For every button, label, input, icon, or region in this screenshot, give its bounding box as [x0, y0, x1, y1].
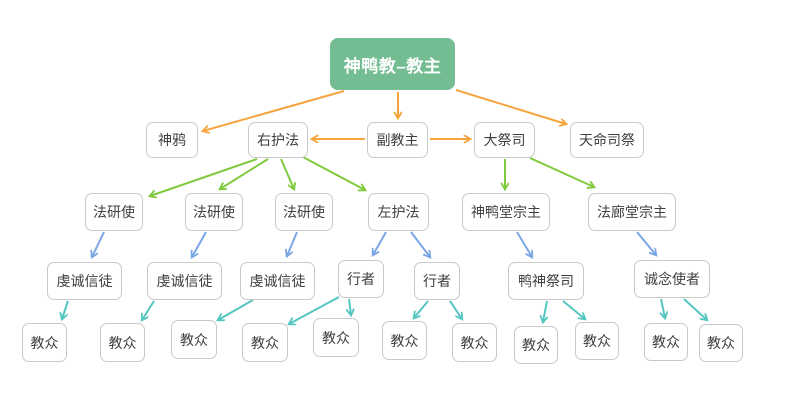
edge-youhufa-fayanshi1 — [150, 158, 258, 196]
edge-shenyatang-yashenjisi — [516, 231, 532, 257]
edge-qiancheng1-jiaozhong1 — [62, 300, 69, 319]
node-fayanshi2[interactable]: 法研使 — [185, 193, 243, 231]
node-fayanshi1[interactable]: 法研使 — [85, 193, 143, 231]
edge-xingzhe2-jiaozhong6 — [414, 300, 429, 318]
node-tianmingsiji[interactable]: 天命司祭 — [570, 122, 644, 158]
edge-chengnianshizhe-jiaozhong11 — [683, 298, 707, 320]
node-dajisi[interactable]: 大祭司 — [474, 122, 535, 158]
edge-xingzhe2-jiaozhong7 — [449, 300, 462, 319]
edge-dajisi-falangtang — [529, 157, 594, 187]
edge-youhufa-zuohufa — [302, 156, 365, 190]
edge-fayanshi2-qiancheng2 — [192, 231, 207, 257]
node-shenyatang[interactable]: 神鸭堂宗主 — [462, 193, 550, 231]
node-falangtang[interactable]: 法廊堂宗主 — [588, 193, 676, 231]
edges-group — [62, 89, 707, 324]
edge-root-shenya — [203, 90, 345, 131]
node-jiaozhong9[interactable]: 教众 — [575, 322, 619, 360]
node-jiaozhong4[interactable]: 教众 — [242, 323, 288, 362]
edge-fayanshi1-qiancheng1 — [92, 231, 105, 257]
edge-yashenjisi-jiaozhong8 — [543, 300, 547, 322]
edge-youhufa-fayanshi2 — [220, 158, 269, 189]
node-youhufa[interactable]: 右护法 — [248, 122, 308, 158]
node-jiaozhong7[interactable]: 教众 — [452, 323, 497, 362]
node-fayanshi3[interactable]: 法研使 — [275, 193, 333, 231]
edge-root-tianmingsiji — [455, 89, 566, 124]
node-qiancheng2[interactable]: 虔诚信徒 — [147, 262, 222, 300]
node-jiaozhong11[interactable]: 教众 — [699, 324, 743, 362]
edge-yashenjisi-jiaozhong9 — [562, 300, 585, 319]
node-jiaozhong3[interactable]: 教众 — [171, 320, 217, 359]
node-jiaozhong6[interactable]: 教众 — [382, 321, 427, 360]
node-xingzhe1[interactable]: 行者 — [338, 260, 384, 298]
node-yashenjisi[interactable]: 鸭神祭司 — [508, 262, 584, 300]
node-jiaozhong10[interactable]: 教众 — [644, 323, 688, 361]
edge-xingzhe1-jiaozhong4 — [289, 296, 340, 324]
edge-xingzhe1-jiaozhong5 — [349, 298, 351, 315]
node-shenya[interactable]: 神鸦 — [146, 122, 198, 158]
edge-qiancheng3-jiaozhong3 — [218, 299, 254, 320]
edge-zuohufa-xingzhe1 — [373, 231, 387, 255]
node-zuohufa[interactable]: 左护法 — [368, 193, 429, 231]
node-qiancheng3[interactable]: 虔诚信徒 — [240, 262, 315, 300]
edge-fayanshi3-qiancheng3 — [287, 231, 298, 256]
edge-chengnianshizhe-jiaozhong10 — [661, 298, 665, 318]
node-jiaozhong8[interactable]: 教众 — [514, 326, 558, 364]
edge-zuohufa-xingzhe2 — [410, 231, 430, 257]
node-jiaozhong2[interactable]: 教众 — [100, 323, 145, 362]
node-root[interactable]: 神鸭教–教主 — [330, 38, 455, 90]
node-qiancheng1[interactable]: 虔诚信徒 — [47, 262, 122, 300]
node-fujiaozhu[interactable]: 副教主 — [367, 122, 428, 158]
edge-youhufa-fayanshi3 — [280, 158, 294, 189]
node-xingzhe2[interactable]: 行者 — [414, 262, 460, 300]
node-jiaozhong1[interactable]: 教众 — [22, 323, 67, 362]
node-chengnianshizhe[interactable]: 诚念使者 — [634, 260, 710, 298]
edge-qiancheng2-jiaozhong2 — [142, 300, 155, 320]
edge-falangtang-chengnianshizhe — [636, 231, 656, 255]
node-jiaozhong5[interactable]: 教众 — [313, 318, 359, 357]
